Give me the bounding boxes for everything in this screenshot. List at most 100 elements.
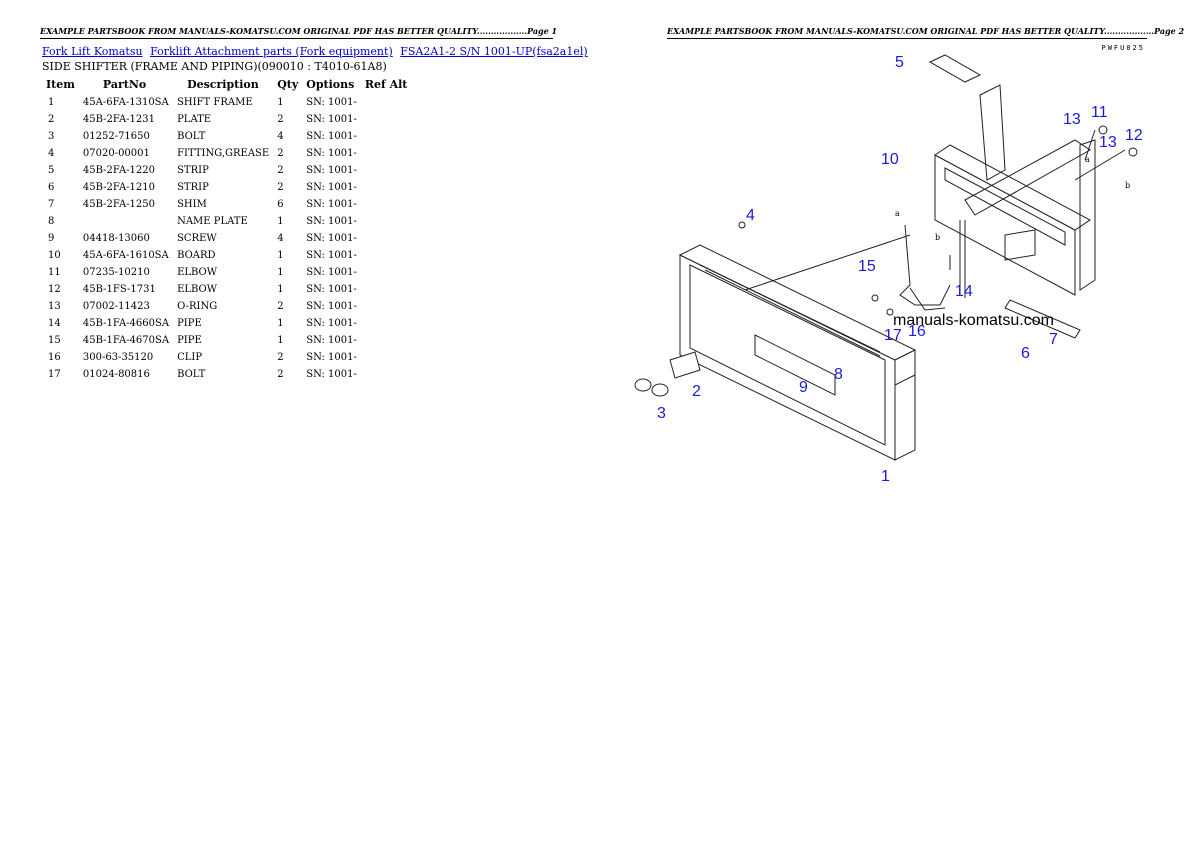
exploded-parts-diagram: a a b b 1 2 3 4 5 6 7 8 9 10 11 12 13 13… (634, 54, 1143, 485)
board-drawing (934, 84, 1096, 339)
cell-qty: 4 (277, 131, 284, 142)
clip-drawing (871, 294, 879, 302)
callout-11: 11 (1091, 104, 1108, 121)
cell-ref-alt (361, 162, 412, 179)
cell-options: SN: 1001- (306, 318, 357, 329)
cell-options: SN: 1001- (306, 369, 357, 380)
cell-ref-alt (361, 111, 412, 128)
cell-item: 14 (48, 318, 61, 329)
cell-qty: 1 (277, 97, 284, 108)
cell-description: PLATE (177, 114, 212, 125)
cell-options: SN: 1001- (306, 199, 357, 210)
callout-12: 12 (1125, 127, 1143, 144)
cell-item: 1 (48, 97, 55, 108)
cell-item: 2 (48, 114, 55, 125)
cell-qty: 1 (277, 318, 284, 329)
cell-item: 5 (48, 165, 55, 176)
cell-ref-alt (361, 230, 412, 247)
cell-description: PIPE (177, 318, 202, 329)
breadcrumb-link-model[interactable]: FSA2A1-2 S/N 1001-UP(fsa2a1el) (400, 45, 588, 58)
cell-qty: 1 (277, 335, 284, 346)
cell-description: ELBOW (177, 267, 218, 278)
ref-letter: b (935, 233, 940, 242)
cell-item: 13 (48, 301, 61, 312)
cell-description: NAME PLATE (177, 216, 248, 227)
cell-item: 3 (48, 131, 55, 142)
cell-item: 16 (48, 352, 61, 363)
cell-ref-alt (361, 128, 412, 145)
breadcrumb-link-attachment[interactable]: Forklift Attachment parts (Fork equipmen… (150, 45, 393, 58)
cell-ref-alt (361, 213, 412, 230)
cell-options: SN: 1001- (306, 165, 357, 176)
cell-ref-alt (361, 366, 412, 383)
cell-description: SHIFT FRAME (177, 97, 253, 108)
page-number: Page 1 (527, 26, 558, 36)
diagram-code: PWFU025 (1101, 44, 1145, 52)
cell-qty: 2 (277, 182, 284, 193)
ref-letter: a (1085, 155, 1090, 164)
section-title: SIDE SHIFTER (FRAME AND PIPING)(090010 :… (42, 60, 387, 73)
callout-4: 4 (746, 207, 755, 224)
cell-options: SN: 1001- (306, 335, 357, 346)
cell-options: SN: 1001- (306, 250, 357, 261)
callout-5: 5 (895, 54, 904, 71)
parts-table: Item PartNo Description Qty Options Ref … (42, 77, 411, 383)
cell-options: SN: 1001- (306, 233, 357, 244)
cell-partno: 300-63-35120 (82, 352, 154, 363)
cell-description: ELBOW (177, 284, 218, 295)
cell-item: 6 (48, 182, 55, 193)
cell-partno: 45B-1FA-4660SA (82, 318, 170, 329)
cell-ref-alt (361, 281, 412, 298)
bolt-drawing (651, 383, 669, 397)
callout-10: 10 (881, 151, 899, 168)
callout-8: 8 (834, 366, 843, 383)
cell-item: 17 (48, 369, 61, 380)
cell-description: BOARD (177, 250, 216, 261)
cell-item: 11 (48, 267, 61, 278)
breadcrumb-link-fork-lift[interactable]: Fork Lift Komatsu (42, 45, 143, 58)
cell-qty: 1 (277, 284, 284, 295)
cell-ref-alt (361, 196, 412, 213)
cell-options: SN: 1001- (306, 352, 357, 363)
header-text: EXAMPLE PARTSBOOK FROM MANUALS-KOMATSU.C… (40, 26, 528, 36)
cell-ref-alt (361, 94, 412, 111)
cell-item: 8 (48, 216, 55, 227)
header-item: Item (46, 77, 75, 91)
cell-partno: 45A-6FA-1310SA (82, 97, 169, 108)
cell-qty: 1 (277, 267, 284, 278)
page-1: EXAMPLE PARTSBOOK FROM MANUALS-KOMATSU.C… (40, 26, 588, 383)
callout-13: 13 (1099, 134, 1117, 151)
cell-qty: 2 (277, 114, 284, 125)
page-number: Page 2 (1154, 26, 1185, 36)
cell-partno: 07002-11423 (82, 301, 150, 312)
callout-6: 6 (1021, 345, 1030, 362)
watermark: manuals-komatsu.com (893, 312, 1054, 329)
header-text: EXAMPLE PARTSBOOK FROM MANUALS-KOMATSU.C… (667, 26, 1155, 36)
cell-ref-alt (361, 179, 412, 196)
cell-item: 7 (48, 199, 55, 210)
cell-description: BOLT (177, 369, 206, 380)
cell-options: SN: 1001- (306, 131, 357, 142)
cell-qty: 4 (277, 233, 284, 244)
cell-description: O-RING (177, 301, 218, 312)
callout-15: 15 (858, 258, 876, 275)
cell-partno: 45A-6FA-1610SA (82, 250, 169, 261)
page-header: EXAMPLE PARTSBOOK FROM MANUALS-KOMATSU.C… (667, 24, 1184, 39)
bolt-drawing (886, 308, 894, 316)
bolt-drawing (634, 378, 652, 392)
cell-options: SN: 1001- (306, 284, 357, 295)
cell-options: SN: 1001- (306, 267, 357, 278)
cell-qty: 2 (277, 148, 284, 159)
cell-ref-alt (361, 315, 412, 332)
cell-partno (79, 213, 173, 230)
cell-ref-alt (361, 247, 412, 264)
